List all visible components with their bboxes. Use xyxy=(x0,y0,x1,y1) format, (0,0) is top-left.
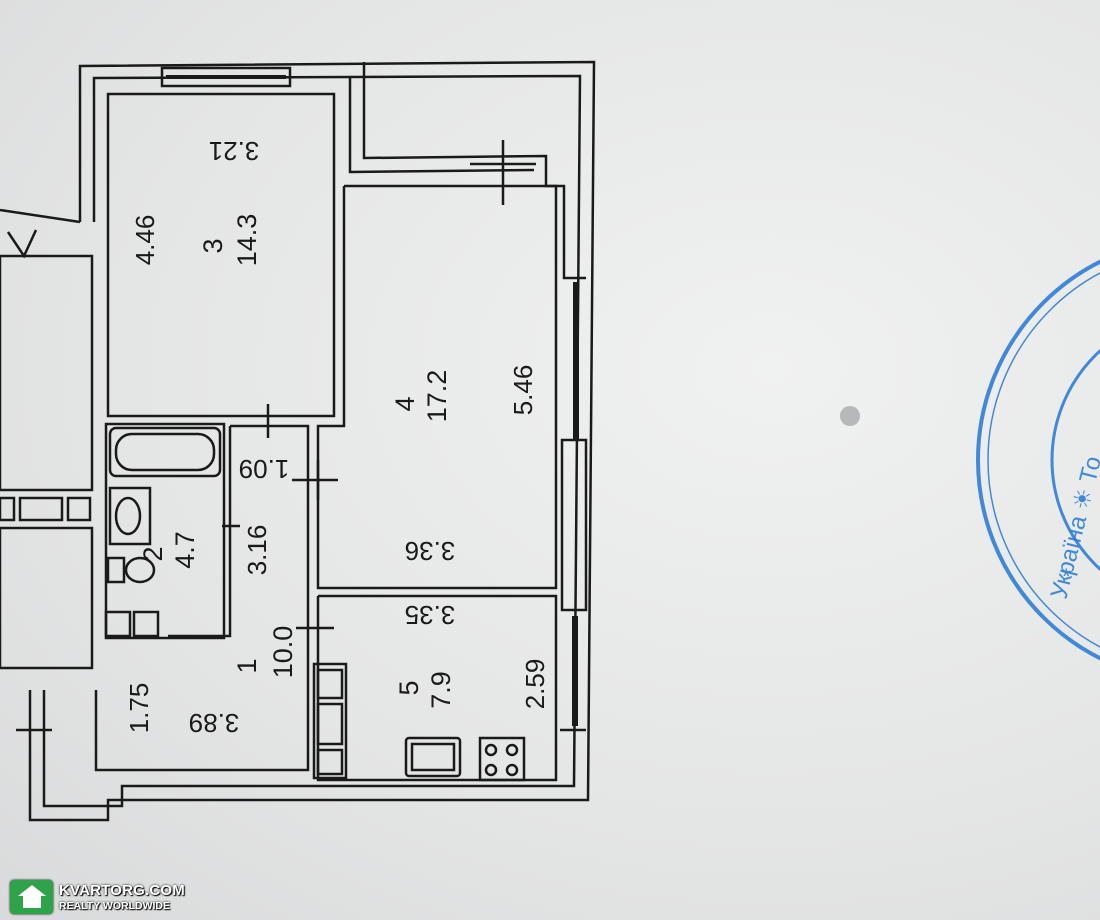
room-4-dim-a: 5.46 xyxy=(508,365,538,416)
room-4-outline xyxy=(316,184,558,590)
neighbor-wall-top xyxy=(0,254,94,492)
room-3-labels: 4.46 3 14.3 3.21 xyxy=(130,136,262,266)
walls xyxy=(0,60,596,822)
room-2-area: 4.7 xyxy=(170,531,200,569)
room-3-outline xyxy=(106,92,336,418)
room-3-area: 14.3 xyxy=(232,214,262,267)
stamp-star: * xyxy=(1062,564,1071,589)
room-1-dim-c: 3.89 xyxy=(189,708,240,738)
room-3-dim-b: 3.21 xyxy=(209,136,260,166)
bathtub xyxy=(108,426,222,478)
neighbor-wall-bottom xyxy=(0,526,94,670)
room-5-area: 7.9 xyxy=(426,671,456,709)
room-3-window xyxy=(160,66,292,88)
room-4-dim-b: 3.36 xyxy=(405,536,456,566)
outer-wall xyxy=(28,60,596,822)
room-2-labels: 2 4.7 xyxy=(138,531,200,569)
sink xyxy=(108,486,152,546)
door-dimension: 1.09 xyxy=(239,454,290,484)
watermark-tagline: REALTY WORLDWIDE xyxy=(58,899,171,912)
room-1-labels: 3.16 1 10.0 1.75 3.89 xyxy=(124,525,298,738)
room-5-number: 5 xyxy=(394,680,424,695)
paper-spot xyxy=(840,406,860,426)
kitchen-sink xyxy=(404,736,462,778)
balcony-inner xyxy=(348,76,535,174)
watermark-brand: KVARTORG.COM xyxy=(58,881,185,899)
room-2-number: 2 xyxy=(138,546,168,561)
room-1-outline xyxy=(94,424,310,772)
stove xyxy=(478,736,526,782)
room-5-dim-a: 2.59 xyxy=(520,659,550,710)
room-1-dim-b: 1.75 xyxy=(124,683,154,734)
room-1-area: 10.0 xyxy=(268,626,298,679)
room-4-area: 17.2 xyxy=(422,370,452,423)
room-5-dim-b: 3.35 xyxy=(405,600,456,630)
room-4-number: 4 xyxy=(390,396,420,411)
room-3-number: 3 xyxy=(198,238,228,253)
room-2-outline xyxy=(104,422,226,640)
room-1-dim-a: 3.16 xyxy=(242,525,272,576)
room-5-labels: 3.35 5 7.9 2.59 xyxy=(394,600,550,709)
house-logo-icon xyxy=(10,880,53,914)
watermark: KVARTORG.COM REALTY WORLDWIDE xyxy=(10,877,185,917)
room-3-dim-a: 4.46 xyxy=(130,215,160,266)
room-4-labels: 4 17.2 5.46 3.36 xyxy=(390,365,538,566)
room-1-number: 1 xyxy=(232,658,262,673)
kitchen-cabinet xyxy=(312,662,348,780)
toilet xyxy=(124,556,156,584)
